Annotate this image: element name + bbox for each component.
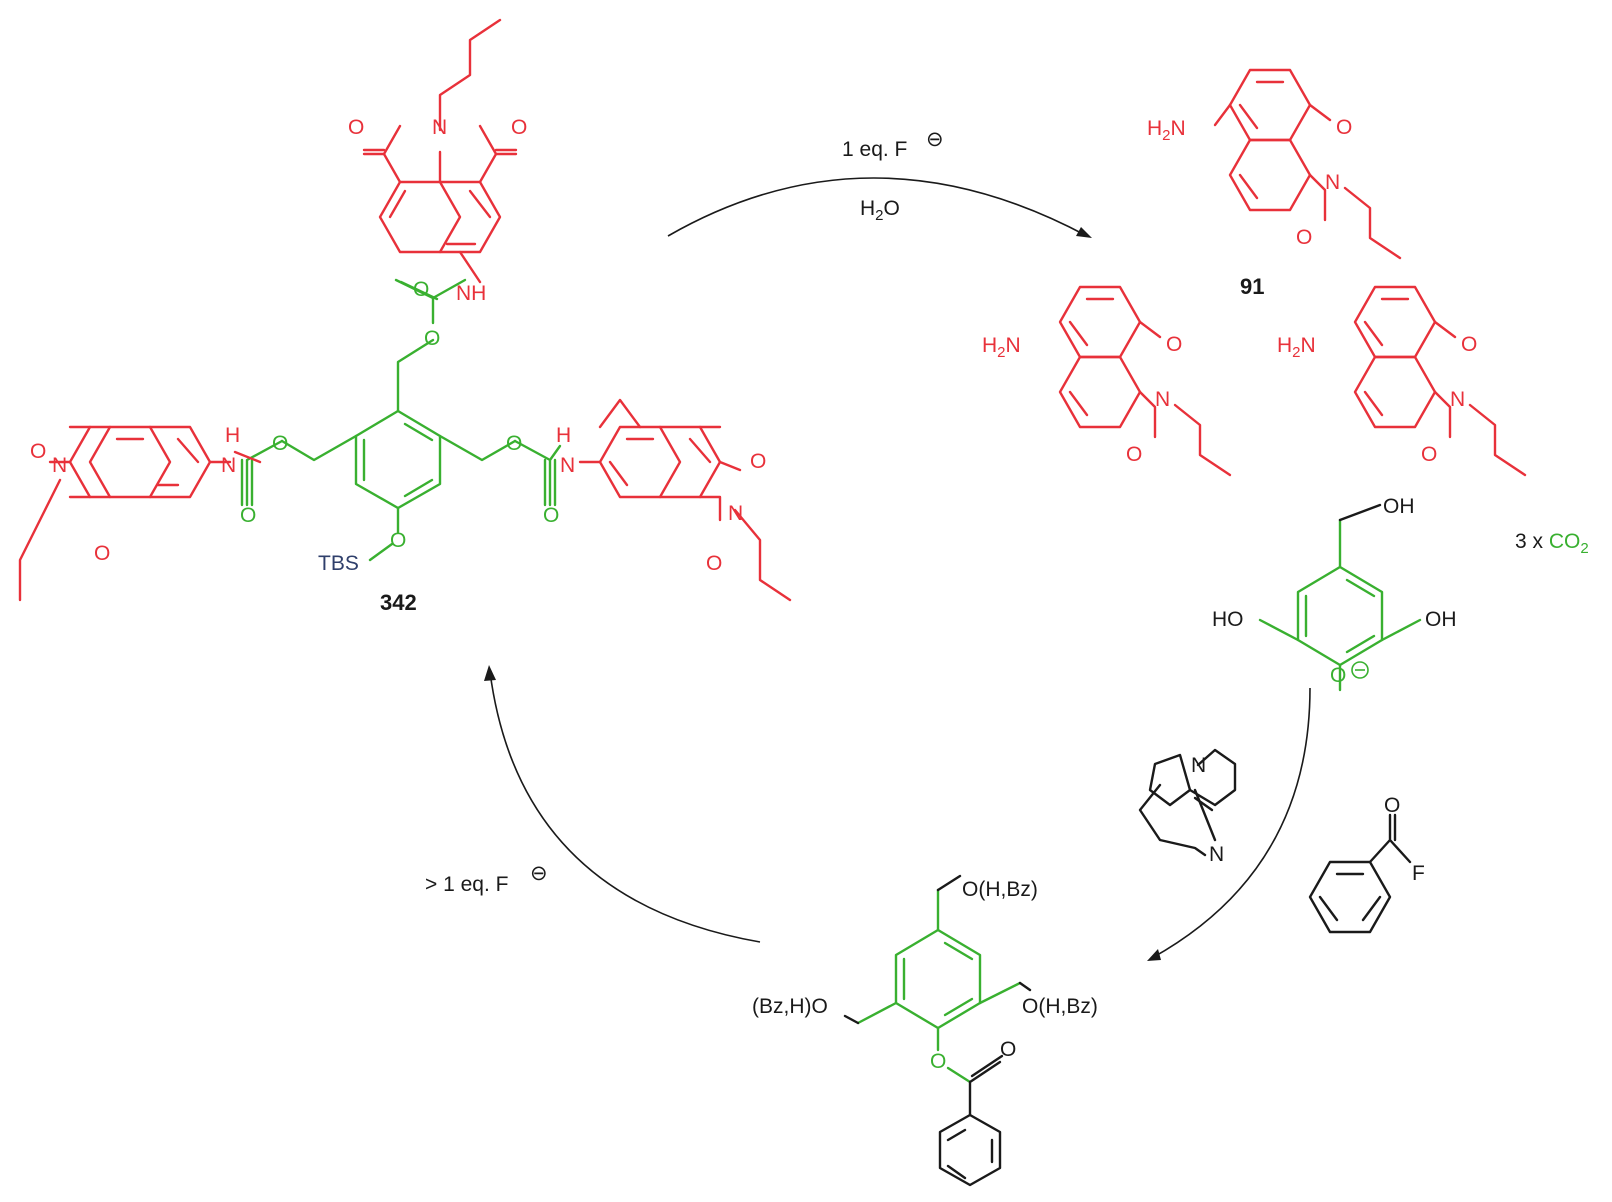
benzoyl-f: F bbox=[1412, 862, 1425, 885]
co2-byproduct: 3 x CO2 bbox=[1515, 530, 1589, 557]
benzoate-product bbox=[843, 874, 1032, 1187]
bz-ho-left: (Bz,H)O bbox=[752, 995, 828, 1018]
imide-o-p2-top: O bbox=[1166, 333, 1182, 356]
ester-o-benzoate: O bbox=[930, 1050, 946, 1073]
imide-o-left-bottom: O bbox=[94, 542, 110, 565]
imide-n-top: N bbox=[432, 116, 447, 139]
fluoride-charge-left: ⊖ bbox=[530, 862, 548, 885]
fluoride-charge-top: ⊖ bbox=[926, 128, 944, 151]
carbamate-nh-right-h: H bbox=[556, 424, 571, 447]
imide-n-p3: N bbox=[1450, 388, 1465, 411]
hydroxyl-top: OH bbox=[1383, 495, 1415, 518]
arrowhead-right bbox=[1147, 949, 1161, 961]
product-91-left bbox=[1058, 285, 1232, 477]
imide-o-right-bottom: O bbox=[706, 552, 722, 575]
arrowhead-left bbox=[484, 665, 496, 681]
carbamate-nh-top: NH bbox=[456, 282, 486, 305]
dbn-n-imine: N bbox=[1209, 843, 1224, 866]
imide-n-p1: N bbox=[1325, 171, 1340, 194]
ester-o-left: O bbox=[272, 432, 288, 455]
carbonyl-o-left: O bbox=[240, 504, 256, 527]
arrow-phenolate-to-benzoate bbox=[1151, 687, 1311, 959]
imide-n-left: N bbox=[52, 454, 67, 477]
imide-o-p3-top: O bbox=[1461, 333, 1477, 356]
imide-o-right-top: O bbox=[750, 450, 766, 473]
imide-n-p2: N bbox=[1155, 388, 1170, 411]
imide-o-p1-bottom: O bbox=[1296, 226, 1312, 249]
carbamate-nh-left: H bbox=[225, 424, 240, 447]
arrow-probe-to-products bbox=[667, 177, 1088, 237]
amine-top: H2N bbox=[1147, 117, 1186, 144]
imide-n-right: N bbox=[728, 502, 743, 525]
carbamate-n-left: N bbox=[221, 454, 236, 477]
arrowhead-top bbox=[1076, 227, 1092, 238]
phenolate-intermediate bbox=[1258, 503, 1422, 692]
compound-342-label: 342 bbox=[380, 590, 417, 615]
hydroxyl-left: HO bbox=[1212, 608, 1244, 631]
aryl-ether-o: O bbox=[390, 529, 406, 552]
imide-o-p1-top: O bbox=[1336, 116, 1352, 139]
solvent-water: H2O bbox=[860, 197, 900, 224]
imide-o-p2-bottom: O bbox=[1126, 443, 1142, 466]
phenolate-charge bbox=[1351, 661, 1369, 679]
tbs-group: TBS bbox=[318, 552, 359, 575]
imide-o-left-top: O bbox=[30, 440, 46, 463]
amine-left: H2N bbox=[982, 334, 1021, 361]
benzoyl-o: O bbox=[1384, 794, 1400, 817]
top-conditions: 1 eq. F ⊖ H2O bbox=[842, 128, 944, 224]
carbonyl-o-right: O bbox=[543, 504, 559, 527]
arrow-benzoate-to-probe bbox=[489, 671, 761, 943]
carbonyl-o-benzoate: O bbox=[1000, 1038, 1016, 1061]
imide-o-top-right: O bbox=[511, 116, 527, 139]
hydroxyl-right: OH bbox=[1425, 608, 1457, 631]
probe-top-naphthalimide bbox=[362, 18, 518, 284]
o-hbz-top: O(H,Bz) bbox=[962, 878, 1038, 901]
ester-o-top: O bbox=[424, 327, 440, 350]
probe-core bbox=[240, 278, 562, 562]
reaction-arrows bbox=[484, 177, 1311, 961]
benzoyl-fluoride bbox=[1308, 813, 1412, 934]
carbamate-n-right: N bbox=[560, 454, 575, 477]
amine-right: H2N bbox=[1277, 334, 1316, 361]
ester-o-right: O bbox=[506, 432, 522, 455]
imide-o-p3-bottom: O bbox=[1421, 443, 1437, 466]
o-hbz-right: O(H,Bz) bbox=[1022, 995, 1098, 1018]
imide-o-top-left: O bbox=[348, 116, 364, 139]
product-91-top bbox=[1213, 68, 1402, 260]
probe-right-naphthalimide bbox=[578, 398, 792, 602]
left-reagent: > 1 eq. F bbox=[425, 873, 508, 896]
probe-left-naphthalimide bbox=[18, 425, 262, 602]
compound-91-label: 91 bbox=[1240, 274, 1264, 299]
dbn-n-bridge: N bbox=[1191, 754, 1206, 777]
phenolate-o: O bbox=[1330, 664, 1346, 687]
carbonyl-o-top: O bbox=[413, 278, 429, 301]
dbn-ring-outline bbox=[1138, 783, 1217, 857]
top-reagent: 1 eq. F bbox=[842, 138, 907, 161]
product-91-right bbox=[1353, 285, 1527, 477]
left-conditions: > 1 eq. F ⊖ bbox=[425, 862, 548, 896]
